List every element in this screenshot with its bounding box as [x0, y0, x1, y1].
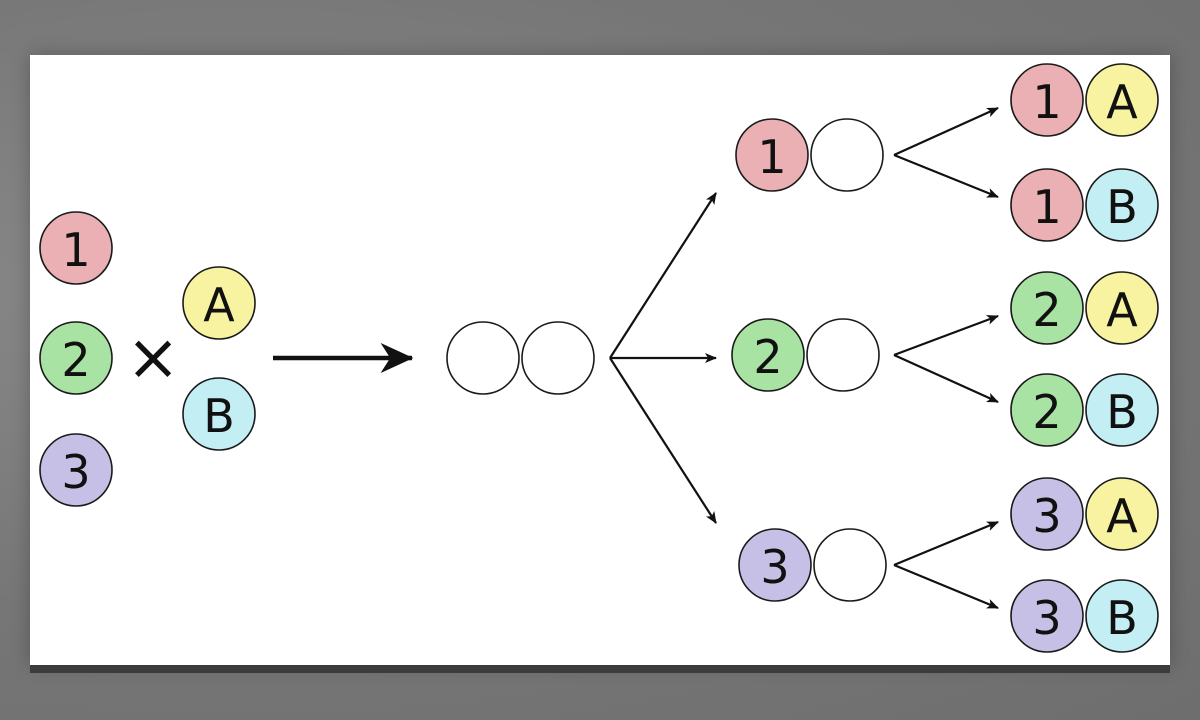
result-letter-3A: A — [1085, 477, 1159, 551]
result-letter-3A-label: A — [1106, 489, 1138, 543]
number-ball-2-label: 2 — [61, 333, 90, 387]
stage-ball-3-circle — [738, 528, 812, 602]
letter-ball-A-label: A — [203, 278, 235, 332]
result-arrow-3B — [893, 563, 999, 610]
stage-empty-slot-1-circle — [810, 118, 884, 192]
result-arrow-1B — [893, 153, 999, 199]
stage-ball-2-label: 2 — [753, 330, 782, 384]
stage-empty-slot-2-circle — [806, 318, 880, 392]
result-number-3B-label: 3 — [1032, 591, 1061, 645]
result-number-2B: 2 — [1010, 373, 1084, 447]
result-number-3A-circle — [1010, 477, 1084, 551]
letter-ball-A: A — [182, 266, 256, 340]
empty-slot-second-circle — [521, 321, 595, 395]
result-number-3B: 3 — [1010, 579, 1084, 653]
result-letter-2A-label: A — [1106, 283, 1138, 337]
letter-ball-A-circle — [182, 266, 256, 340]
letter-ball-B-circle — [182, 377, 256, 451]
number-ball-3: 3 — [39, 433, 113, 507]
result-number-1A-label: 1 — [1032, 75, 1061, 129]
stage-ball-1-label: 1 — [757, 130, 786, 184]
branch-arrow-1 — [609, 192, 717, 359]
stage-empty-slot-1 — [810, 118, 884, 192]
result-letter-3B-circle — [1085, 579, 1159, 653]
result-number-2B-circle — [1010, 373, 1084, 447]
result-number-1B-label: 1 — [1032, 180, 1061, 234]
stage-ball-3: 3 — [738, 528, 812, 602]
times-operator: × — [126, 321, 180, 395]
number-ball-3-label: 3 — [61, 445, 90, 499]
stage-empty-slot-3-circle — [813, 528, 887, 602]
number-ball-1-label: 1 — [61, 223, 90, 277]
result-number-1B: 1 — [1010, 168, 1084, 242]
letter-ball-B-label: B — [203, 389, 235, 443]
result-arrow-1A — [893, 106, 999, 157]
branch-arrow-3 — [609, 357, 717, 524]
stage-ball-2-circle — [731, 318, 805, 392]
result-number-1B-circle — [1010, 168, 1084, 242]
stage-ball-3-label: 3 — [760, 540, 789, 594]
stage-ball-2: 2 — [731, 318, 805, 392]
result-arrow-2A — [893, 314, 999, 357]
result-letter-1A-circle — [1085, 63, 1159, 137]
result-number-2B-label: 2 — [1032, 385, 1061, 439]
result-number-2A-circle — [1010, 271, 1084, 345]
number-ball-3-circle — [39, 433, 113, 507]
result-letter-1B: B — [1085, 168, 1159, 242]
result-letter-1B-circle — [1085, 168, 1159, 242]
result-arrow-3A — [893, 520, 999, 567]
result-number-3A: 3 — [1010, 477, 1084, 551]
result-letter-2B: B — [1085, 373, 1159, 447]
diagram-frame — [30, 55, 1170, 665]
result-letter-2B-circle — [1085, 373, 1159, 447]
result-number-2A-label: 2 — [1032, 283, 1061, 337]
empty-slot-first — [446, 321, 520, 395]
number-ball-1-circle — [39, 211, 113, 285]
result-letter-3B-label: B — [1106, 591, 1138, 645]
result-letter-2B-label: B — [1106, 385, 1138, 439]
result-letter-1A-label: A — [1106, 75, 1138, 129]
stage-empty-slot-3 — [813, 528, 887, 602]
stage-ball-1-circle — [735, 118, 809, 192]
result-letter-1B-label: B — [1106, 180, 1138, 234]
result-letter-2A: A — [1085, 271, 1159, 345]
stage-empty-slot-2 — [806, 318, 880, 392]
result-arrow-2B — [893, 353, 999, 404]
result-letter-2A-circle — [1085, 271, 1159, 345]
letter-ball-B: B — [182, 377, 256, 451]
empty-slot-first-circle — [446, 321, 520, 395]
number-ball-2: 2 — [39, 321, 113, 395]
stage-ball-1: 1 — [735, 118, 809, 192]
empty-slot-second — [521, 321, 595, 395]
result-number-3B-circle — [1010, 579, 1084, 653]
result-letter-3B: B — [1085, 579, 1159, 653]
result-number-3A-label: 3 — [1032, 489, 1061, 543]
result-letter-3A-circle — [1085, 477, 1159, 551]
number-ball-1: 1 — [39, 211, 113, 285]
result-number-1A-circle — [1010, 63, 1084, 137]
result-number-2A: 2 — [1010, 271, 1084, 345]
result-letter-1A: A — [1085, 63, 1159, 137]
result-number-1A: 1 — [1010, 63, 1084, 137]
number-ball-2-circle — [39, 321, 113, 395]
